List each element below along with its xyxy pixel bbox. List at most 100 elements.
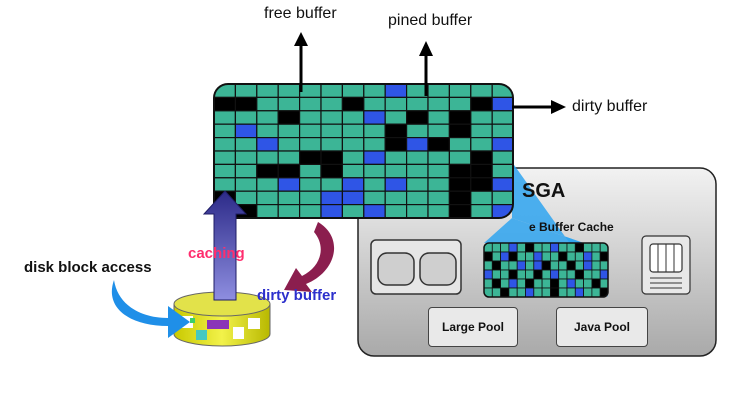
- buffer-cache-grid: [213, 83, 514, 219]
- buffer-cell: [583, 287, 593, 297]
- buffer-cell: [558, 278, 568, 289]
- buffer-cell: [516, 278, 526, 289]
- disk-block-access-label: disk block access: [24, 259, 152, 276]
- buffer-cell: [583, 278, 593, 289]
- buffer-cell: [234, 84, 258, 98]
- buffer-cell: [533, 269, 543, 280]
- buffer-cell: [234, 177, 258, 192]
- zoom-projection-left: [484, 218, 598, 248]
- buffer-cell: [491, 251, 501, 262]
- buffer-cell: [214, 137, 236, 152]
- buffer-cell: [427, 204, 450, 218]
- buffer-cell: [277, 163, 301, 179]
- free-buffer-arrow: [294, 32, 308, 92]
- buffer-cell: [448, 150, 472, 165]
- buffer-cell: [500, 260, 510, 271]
- disk-access-arrow: [111, 280, 190, 338]
- buffer-cell: [384, 123, 408, 139]
- buffer-cell: [299, 84, 322, 98]
- buffer-cell: [591, 269, 601, 280]
- buffer-cell: [384, 137, 408, 152]
- buffer-cell: [427, 177, 450, 192]
- buffer-cell: [427, 84, 450, 98]
- buffer-cell: [550, 287, 560, 297]
- large-pool-label: Large Pool: [441, 320, 504, 334]
- buffer-cell: [341, 177, 365, 192]
- buffer-cell: [363, 84, 386, 98]
- buffer-cell: [491, 243, 501, 253]
- buffer-cell: [384, 150, 408, 165]
- buffer-cell: [427, 150, 450, 165]
- buffer-cell: [516, 243, 526, 253]
- buffer-cell: [277, 204, 301, 218]
- buffer-cell: [341, 123, 365, 139]
- buffer-cell: [256, 177, 279, 192]
- buffer-cell: [256, 110, 279, 125]
- buffer-cell: [406, 123, 429, 139]
- buffer-cell: [558, 287, 568, 297]
- buffer-cell: [484, 251, 493, 262]
- buffer-cell: [533, 251, 543, 262]
- buffer-cell: [384, 177, 408, 192]
- buffer-cell: [427, 110, 450, 125]
- buffer-cell: [363, 177, 386, 192]
- buffer-cell: [470, 84, 493, 98]
- buffer-cell: [448, 84, 472, 98]
- buffer-cell: [491, 163, 513, 179]
- buffer-cell: [256, 204, 279, 218]
- buffer-cell: [583, 243, 593, 253]
- buffer-cell: [500, 269, 510, 280]
- buffer-cell: [525, 269, 535, 280]
- buffer-cell: [234, 96, 258, 112]
- buffer-cell: [541, 260, 551, 271]
- buffer-cell: [591, 278, 601, 289]
- buffer-cell: [525, 251, 535, 262]
- buffer-cell: [363, 190, 386, 206]
- buffer-cell: [214, 110, 236, 125]
- buffer-cell: [214, 123, 236, 139]
- buffer-cell: [533, 260, 543, 271]
- buffer-cell: [525, 243, 535, 253]
- buffer-cell: [470, 96, 493, 112]
- buffer-cell: [277, 137, 301, 152]
- buffer-cell: [320, 177, 343, 192]
- buffer-cell: [558, 260, 568, 271]
- buffer-cell: [448, 190, 472, 206]
- buffer-cell: [566, 251, 576, 262]
- buffer-cell: [299, 163, 322, 179]
- buffer-cell: [500, 251, 510, 262]
- buffer-cell: [491, 123, 513, 139]
- dirty-buffer-arrow: [512, 100, 566, 114]
- buffer-cell: [256, 137, 279, 152]
- buffer-cell: [427, 137, 450, 152]
- caching-label: caching: [188, 245, 245, 262]
- buffer-cell: [470, 177, 493, 192]
- buffer-cell: [508, 287, 518, 297]
- buffer-cell: [470, 190, 493, 206]
- buffer-cell: [491, 278, 501, 289]
- buffer-cell: [363, 163, 386, 179]
- buffer-cell: [448, 123, 472, 139]
- dirty-buffer-right-label: dirty buffer: [572, 98, 648, 115]
- buffer-cell: [256, 150, 279, 165]
- free-buffer-label: free buffer: [264, 5, 337, 22]
- buffer-cell: [341, 163, 365, 179]
- buffer-cell: [234, 150, 258, 165]
- buffer-cell: [320, 110, 343, 125]
- buffer-cell: [566, 287, 576, 297]
- buffer-cell: [299, 110, 322, 125]
- buffer-cell: [574, 269, 584, 280]
- buffer-cell: [508, 251, 518, 262]
- buffer-cell: [406, 190, 429, 206]
- buffer-cell: [599, 287, 608, 297]
- buffer-cell: [406, 163, 429, 179]
- buffer-cell: [427, 123, 450, 139]
- buffer-cell: [341, 110, 365, 125]
- buffer-cell: [384, 190, 408, 206]
- buffer-cell: [541, 278, 551, 289]
- buffer-cell: [214, 96, 236, 112]
- buffer-cell: [299, 96, 322, 112]
- buffer-cell: [591, 251, 601, 262]
- buffer-cell: [320, 137, 343, 152]
- buffer-cell: [406, 110, 429, 125]
